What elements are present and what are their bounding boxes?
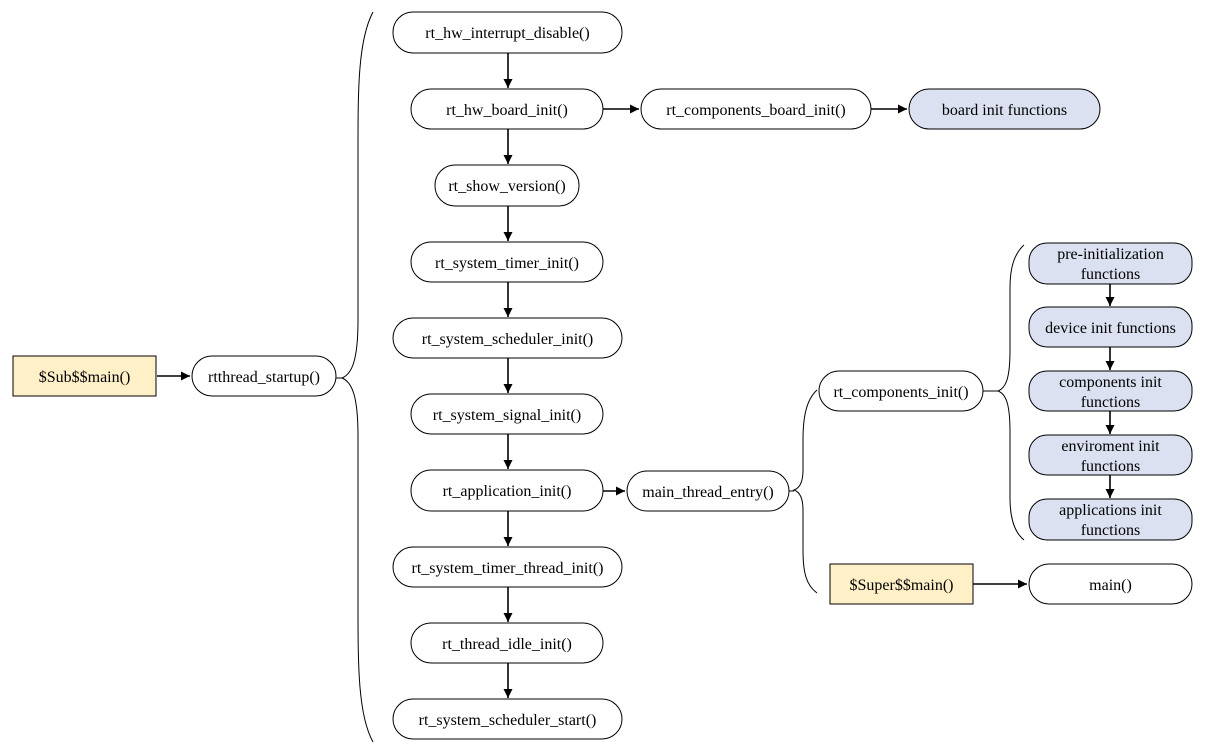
node-rt-components-init-label: rt_components_init() xyxy=(833,384,968,401)
node-rtthread-startup: rtthread_startup() xyxy=(191,355,337,397)
node-sub-main: $Sub$$main() xyxy=(12,355,157,397)
node-main: main() xyxy=(1028,563,1193,605)
node-board-init-functions-label: board init functions xyxy=(942,102,1067,119)
node-enviroment-init-line1: enviroment init xyxy=(1061,438,1160,455)
node-components-init-functions: components init functions xyxy=(1028,370,1193,412)
node-main-thread-entry-label: main_thread_entry() xyxy=(642,484,774,501)
node-rt-system-timer-init: rt_system_timer_init() xyxy=(410,241,604,283)
node-rt-system-timer-thread-init-label: rt_system_timer_thread_init() xyxy=(412,560,604,577)
node-super-main-label: $Super$$main() xyxy=(850,577,954,594)
node-enviroment-init-line2: functions xyxy=(1081,458,1141,475)
node-sub-main-label: $Sub$$main() xyxy=(39,369,131,386)
node-rt-system-signal-init-label: rt_system_signal_init() xyxy=(433,407,581,424)
node-rt-system-timer-init-label: rt_system_timer_init() xyxy=(435,255,579,272)
node-rt-application-init-label: rt_application_init() xyxy=(443,483,572,500)
node-components-init-line2: functions xyxy=(1081,394,1141,411)
node-rt-system-scheduler-start-label: rt_system_scheduler_start() xyxy=(419,712,597,729)
node-applications-init-line2: functions xyxy=(1081,522,1141,539)
node-rtthread-startup-label: rtthread_startup() xyxy=(208,369,320,386)
node-components-init-line1: components init xyxy=(1059,374,1162,391)
node-pre-init-line1: pre-initialization xyxy=(1057,246,1164,263)
node-applications-init-functions: applications init functions xyxy=(1028,498,1193,541)
node-main-label: main() xyxy=(1089,577,1132,594)
node-pre-initialization-functions: pre-initialization functions xyxy=(1028,242,1193,285)
node-rt-system-scheduler-init: rt_system_scheduler_init() xyxy=(392,317,623,359)
node-rt-components-init: rt_components_init() xyxy=(818,370,984,412)
node-device-init-functions: device init functions xyxy=(1028,306,1193,348)
node-rt-application-init: rt_application_init() xyxy=(410,469,604,512)
node-pre-init-line2: functions xyxy=(1081,266,1141,283)
node-rt-hw-board-init: rt_hw_board_init() xyxy=(410,88,604,130)
node-rt-hw-interrupt-disable: rt_hw_interrupt_disable() xyxy=(392,11,623,54)
node-enviroment-init-functions: enviroment init functions xyxy=(1028,434,1193,476)
node-rt-thread-idle-init-label: rt_thread_idle_init() xyxy=(442,636,572,653)
node-rt-system-scheduler-init-label: rt_system_scheduler_init() xyxy=(422,331,594,348)
main-sequence-brace xyxy=(340,11,374,743)
node-rt-system-scheduler-start: rt_system_scheduler_start() xyxy=(392,698,623,740)
node-rt-system-signal-init: rt_system_signal_init() xyxy=(410,393,604,435)
node-rt-hw-board-init-label: rt_hw_board_init() xyxy=(446,102,568,119)
main-thread-brace xyxy=(792,389,818,594)
node-rt-hw-interrupt-disable-label: rt_hw_interrupt_disable() xyxy=(425,25,589,42)
node-applications-init-line1: applications init xyxy=(1059,502,1162,519)
node-device-init-label: device init functions xyxy=(1045,320,1176,337)
node-super-main: $Super$$main() xyxy=(829,563,974,605)
node-board-init-functions: board init functions xyxy=(908,88,1101,130)
node-rt-components-board-init-label: rt_components_board_init() xyxy=(666,102,846,119)
node-rt-components-board-init: rt_components_board_init() xyxy=(640,88,872,130)
node-main-thread-entry: main_thread_entry() xyxy=(626,470,790,512)
node-rt-system-timer-thread-init: rt_system_timer_thread_init() xyxy=(392,546,623,588)
node-rt-thread-idle-init: rt_thread_idle_init() xyxy=(410,622,604,664)
node-rt-show-version-label: rt_show_version() xyxy=(448,178,565,195)
components-init-brace xyxy=(996,244,1025,541)
node-rt-show-version: rt_show_version() xyxy=(434,164,580,207)
